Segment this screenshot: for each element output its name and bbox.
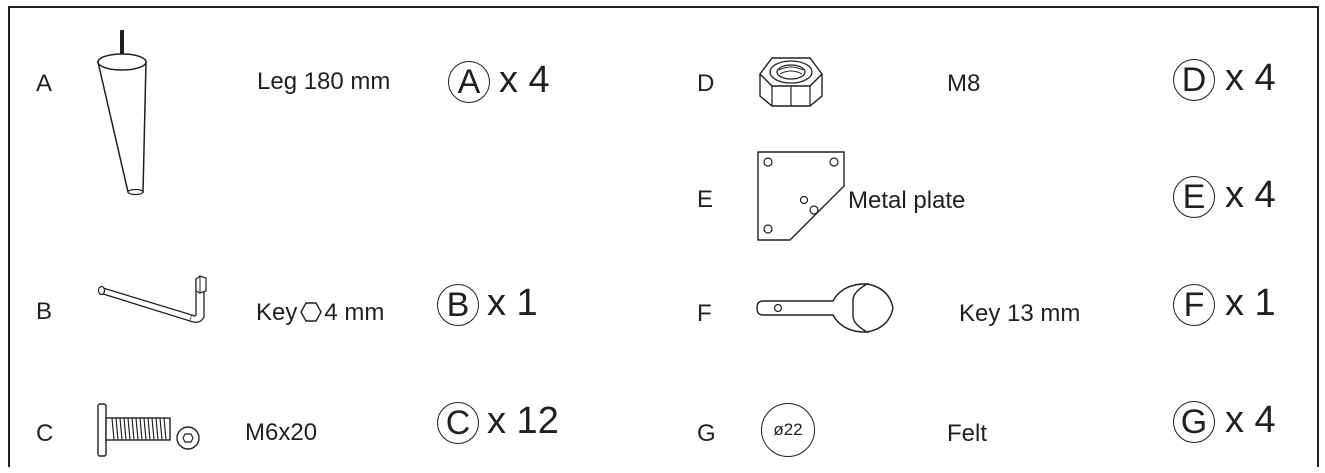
part-quantity: x 4 [499,59,550,101]
part-quantity: x 4 [1225,57,1276,99]
part-circle-label: F [1173,284,1215,326]
allen-key-icon [97,275,207,323]
bolt-icon [97,403,200,457]
part-circle-label: A [448,61,490,103]
part-quantity: x 12 [487,400,559,442]
felt-diameter-label: ø22 [773,420,803,439]
part-description: Key 13 mm [959,300,1081,327]
part-circle-label: D [1173,59,1215,101]
hex-nut-icon [759,57,823,107]
part-letter: D [697,70,715,97]
description-prefix: Key [256,299,298,326]
part-circle-label: G [1173,401,1215,443]
furniture-leg-icon [97,30,147,196]
wrench-icon [756,283,894,333]
part-letter: G [697,420,716,447]
part-description: M6x20 [245,419,318,446]
part-description: Metal plate [848,187,966,214]
part-quantity: x 4 [1225,399,1276,441]
part-quantity: x 1 [487,282,538,324]
parts-list-frame [8,6,1319,467]
part-letter: B [36,298,53,325]
hexagon-icon [300,302,323,322]
felt-pad-icon: ø22 [761,403,815,457]
part-letter: E [697,186,714,213]
part-quantity: x 1 [1225,282,1276,324]
part-circle-label: C [437,402,479,444]
part-quantity: x 4 [1225,174,1276,216]
metal-plate-icon [757,151,845,241]
part-letter: C [36,420,54,447]
part-letter: A [36,70,53,97]
part-description: Key 4 mm [256,299,384,327]
part-description: Leg 180 mm [257,68,391,95]
part-letter: F [697,300,712,327]
description-suffix: 4 mm [324,299,385,326]
part-circle-label: E [1173,176,1215,218]
part-description: M8 [947,70,981,97]
part-description: Felt [947,420,988,447]
part-circle-label: B [437,284,479,326]
